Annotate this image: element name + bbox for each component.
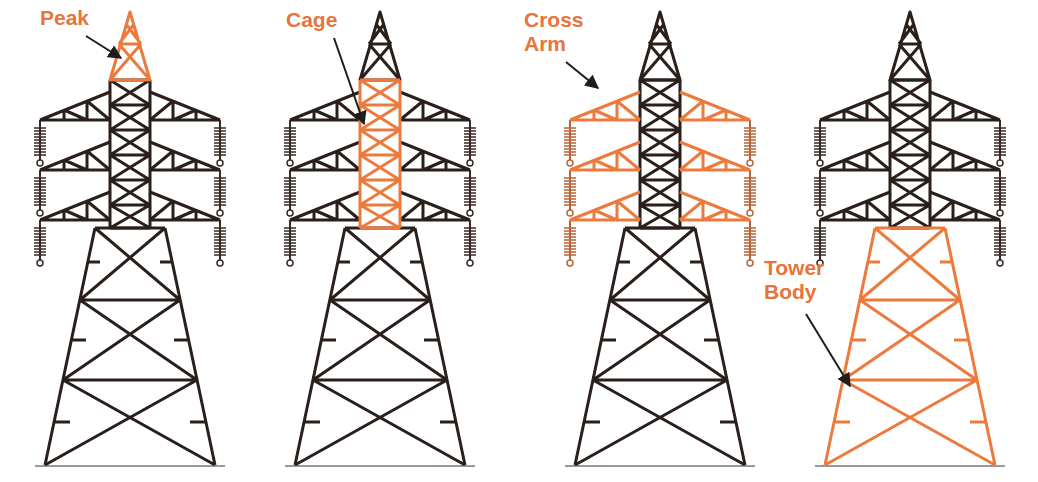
part-label: Peak <box>40 6 89 30</box>
leader-line <box>806 314 850 386</box>
tower-cross-arm <box>564 12 756 466</box>
leader-line <box>86 36 121 58</box>
leader-line <box>566 62 598 88</box>
tower-cage <box>284 12 476 466</box>
part-label: Tower Body <box>764 256 844 304</box>
tower-body <box>814 12 1006 466</box>
part-label: Cage <box>286 8 337 32</box>
part-label: Cross Arm <box>524 8 596 56</box>
tower-peak <box>34 12 226 466</box>
leader-line <box>334 38 364 124</box>
leader-lines <box>86 36 850 386</box>
